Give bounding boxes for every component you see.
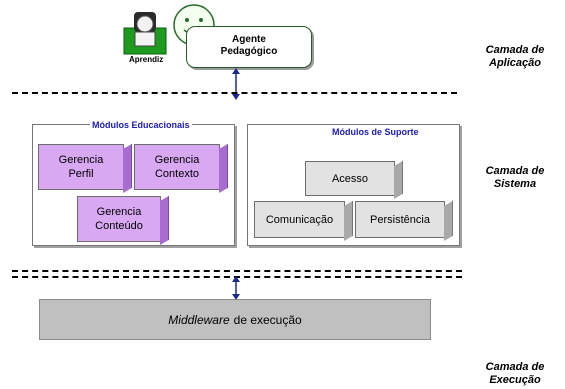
middleware-italic-label: Middleware [168, 312, 230, 327]
box-side [394, 160, 403, 199]
layer-label-line: Aplicação [489, 57, 541, 69]
educational-modules-title: Módulos Educacionais [90, 120, 192, 130]
gerencia-perfil-box: Gerencia Perfil [38, 143, 132, 193]
layer-label-line: Camada de [485, 361, 545, 373]
box-label-line: Gerencia [154, 154, 200, 166]
box-label-line: Conteúdo [95, 220, 143, 232]
box-label-line: Perfil [68, 168, 94, 180]
persistencia-box: Persistência [355, 200, 453, 241]
box-label: Acesso [331, 172, 369, 185]
box-side [344, 200, 353, 241]
double-arrow-bottom [231, 276, 241, 300]
box-label-line: Contexto [154, 168, 200, 180]
box-side [160, 195, 169, 245]
layer-label-line: Camada de [485, 44, 545, 56]
gerencia-conteudo-box: Gerencia Conteúdo [77, 195, 169, 245]
layer-separator-bottom-2 [12, 276, 462, 278]
middleware-label: de execução [233, 312, 302, 327]
box-label-line: Gerencia [96, 206, 142, 218]
learner-label: Aprendiz [129, 55, 164, 64]
layer-label-system: Camada de Sistema [470, 165, 560, 191]
agent-label-line2: Pedagógico [220, 46, 278, 57]
box-side [123, 143, 132, 193]
layer-separator-bottom [12, 270, 462, 272]
agent-pedagogico-box: Agente Pedagógico [186, 26, 312, 68]
learner-icon [120, 8, 182, 64]
gerencia-contexto-box: Gerencia Contexto [134, 143, 228, 193]
double-arrow-top [231, 68, 241, 100]
box-label-line: Gerencia [58, 154, 104, 166]
support-modules-title: Módulos de Suporte [332, 127, 419, 137]
layer-label-execution: Camada de Execução [470, 361, 560, 387]
layer-label-application: Camada de Aplicação [470, 44, 560, 70]
layer-label-line: Execução [489, 374, 541, 386]
box-side [444, 200, 453, 241]
layer-separator-top [12, 92, 457, 94]
box-label: Persistência [370, 213, 430, 226]
layer-label-line: Sistema [493, 178, 537, 190]
middleware-bar: Middleware de execução [39, 299, 431, 340]
box-label: Comunicação [265, 213, 334, 226]
layer-label-line: Camada de [485, 165, 545, 177]
agent-label-line1: Agente [232, 34, 266, 45]
comunicacao-box: Comunicação [254, 200, 353, 241]
acesso-box: Acesso [305, 160, 403, 199]
box-side [219, 143, 228, 193]
